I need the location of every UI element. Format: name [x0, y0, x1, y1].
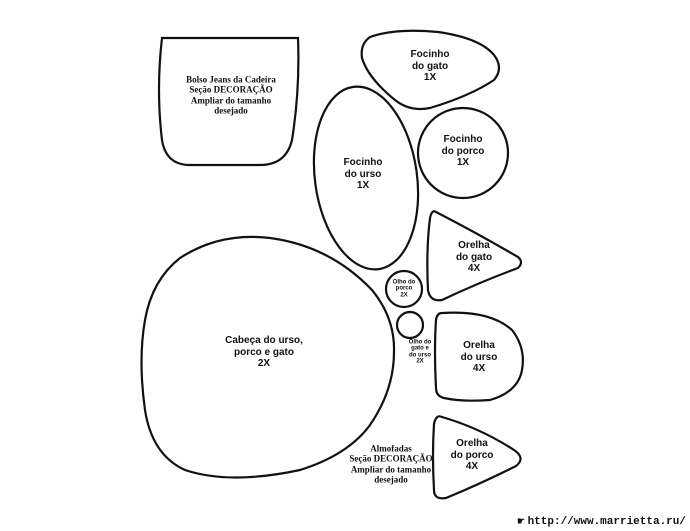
cat-ear-label-line: do gato	[455, 251, 493, 263]
cat-snout-shape	[360, 29, 501, 111]
head-label-line: Cabeça do urso,	[225, 334, 303, 346]
pocket-label-line: desejado	[214, 105, 248, 116]
head-label-line: 2X	[257, 357, 271, 369]
bear-ear-shape	[433, 311, 524, 402]
cushions-label-line: Seção DECORAÇÃO	[349, 453, 433, 464]
pig-eye-label-line: 2X	[400, 292, 408, 299]
bear-snout-label-line: Focinho	[343, 156, 383, 168]
cat-snout-label-line: do gato	[411, 60, 449, 72]
pig-snout-shape	[416, 106, 510, 200]
footer-watermark: ☛ http://www.marrietta.ru/	[517, 514, 686, 529]
bear-snout-label: Focinho do urso 1X	[344, 157, 383, 192]
pig-ear-label-line: do porco	[450, 449, 494, 461]
pig-eye-label-line: porco	[395, 285, 413, 292]
cat-snout-label-line: Focinho	[410, 48, 450, 60]
pocket-label-line: Seção DECORAÇÃO	[189, 84, 273, 95]
cat-bear-eye-label-line: Olho do	[408, 339, 432, 346]
cushions-label: Almofadas Seção DECORAÇÃO Ampliar do tam…	[349, 443, 432, 484]
cat-bear-eye-label-line: 2X	[416, 358, 424, 365]
pig-snout-label-line: 1X	[456, 156, 470, 168]
pig-eye-label-line: Olho do	[392, 279, 416, 286]
pocket-shape	[157, 36, 300, 167]
cat-ear-shape	[426, 210, 523, 302]
bear-snout-label-line: 1X	[356, 179, 370, 191]
head-shape	[140, 235, 396, 479]
pocket-label: Bolso Jeans da Cadeira Seção DECORAÇÃO A…	[186, 74, 276, 115]
pig-ear-label-line: 4X	[465, 460, 479, 472]
pig-snout-label-line: Focinho	[443, 133, 483, 145]
bear-snout-shape	[312, 85, 420, 271]
cat-ear-label-line: Orelha	[458, 239, 490, 251]
cat-bear-eye-shape	[395, 310, 425, 340]
cat-ear-label-line: 4X	[467, 262, 481, 274]
pig-ear-shape	[431, 415, 522, 500]
pig-eye-label: Olho do porco 2X	[393, 280, 416, 299]
pig-snout-label: Focinho do porco 1X	[442, 134, 485, 169]
pig-snout-label-line: do porco	[441, 145, 485, 157]
hand-pointer-icon: ☛	[517, 515, 525, 529]
cat-bear-eye-label-line: do urso	[408, 352, 431, 358]
head-label: Cabeça do urso, porco e gato 2X	[225, 335, 303, 370]
bear-snout-label-line: do urso	[344, 168, 382, 180]
cat-snout-label-line: 1X	[423, 71, 437, 83]
cushions-label-line: desejado	[374, 474, 408, 485]
pig-eye-shape	[384, 269, 424, 309]
pig-ear-label-line: Orelha	[456, 437, 488, 449]
bear-ear-label-line: 4X	[472, 362, 486, 374]
cat-snout-label: Focinho do gato 1X	[411, 49, 450, 84]
bear-ear-label-line: do urso	[460, 351, 498, 363]
pocket-label-line: Ampliar do tamanho	[190, 95, 272, 105]
pig-ear-label: Orelha do porco 4X	[451, 438, 494, 473]
cushions-label-line: Almofadas	[370, 443, 412, 454]
cat-ear-label: Orelha do gato 4X	[456, 240, 492, 275]
pocket-label-line: Bolso Jeans da Cadeira	[186, 74, 276, 85]
cat-bear-eye-label-line: gato e	[411, 345, 429, 352]
cat-bear-eye-label: Olho do gato e do urso 2X	[409, 339, 432, 364]
bear-ear-label-line: Orelha	[463, 339, 495, 351]
cushions-label-line: Ampliar do tamanho	[350, 464, 432, 474]
footer-url[interactable]: http://www.marrietta.ru/	[527, 515, 686, 528]
head-label-line: porco e gato	[233, 346, 294, 358]
bear-ear-label: Orelha do urso 4X	[461, 340, 498, 375]
